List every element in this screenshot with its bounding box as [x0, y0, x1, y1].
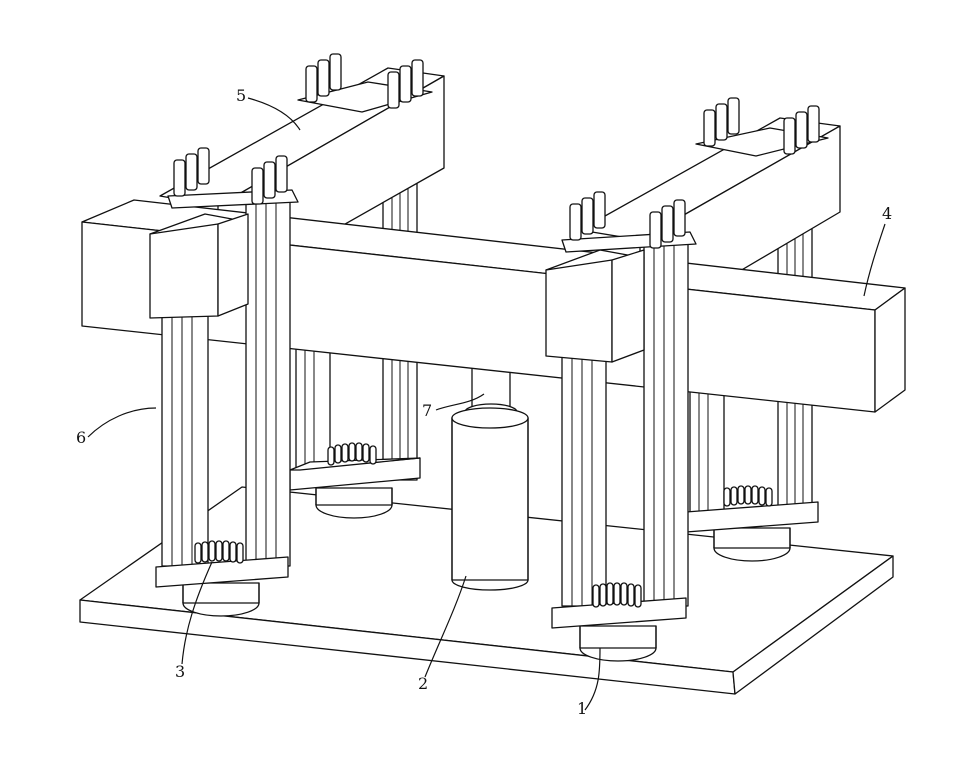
callout-7: 7	[422, 401, 432, 420]
spring-coils-front-left	[194, 540, 244, 564]
front-left-column	[149, 147, 299, 617]
back-right-top-plate	[695, 97, 829, 157]
callout-4: 4	[882, 204, 892, 223]
front-right-column	[545, 191, 697, 662]
callout-1: 1	[577, 699, 587, 718]
callout-6: 6	[76, 428, 86, 447]
callout-3: 3	[175, 662, 185, 681]
bolts-front-left	[173, 147, 288, 205]
spring-coils-front-right	[592, 582, 642, 608]
callout-2: 2	[418, 674, 428, 693]
spring-coils-back-left	[327, 442, 377, 466]
bolts-front-right	[569, 191, 686, 249]
spring-coils-back-right	[723, 485, 773, 507]
central-cylinder	[451, 407, 529, 591]
leader-lines	[87, 97, 886, 711]
callout-5: 5	[236, 86, 246, 105]
back-left-top-plate	[297, 53, 433, 113]
callout-labels: 1 2 3 4 5 6 7	[76, 86, 892, 718]
